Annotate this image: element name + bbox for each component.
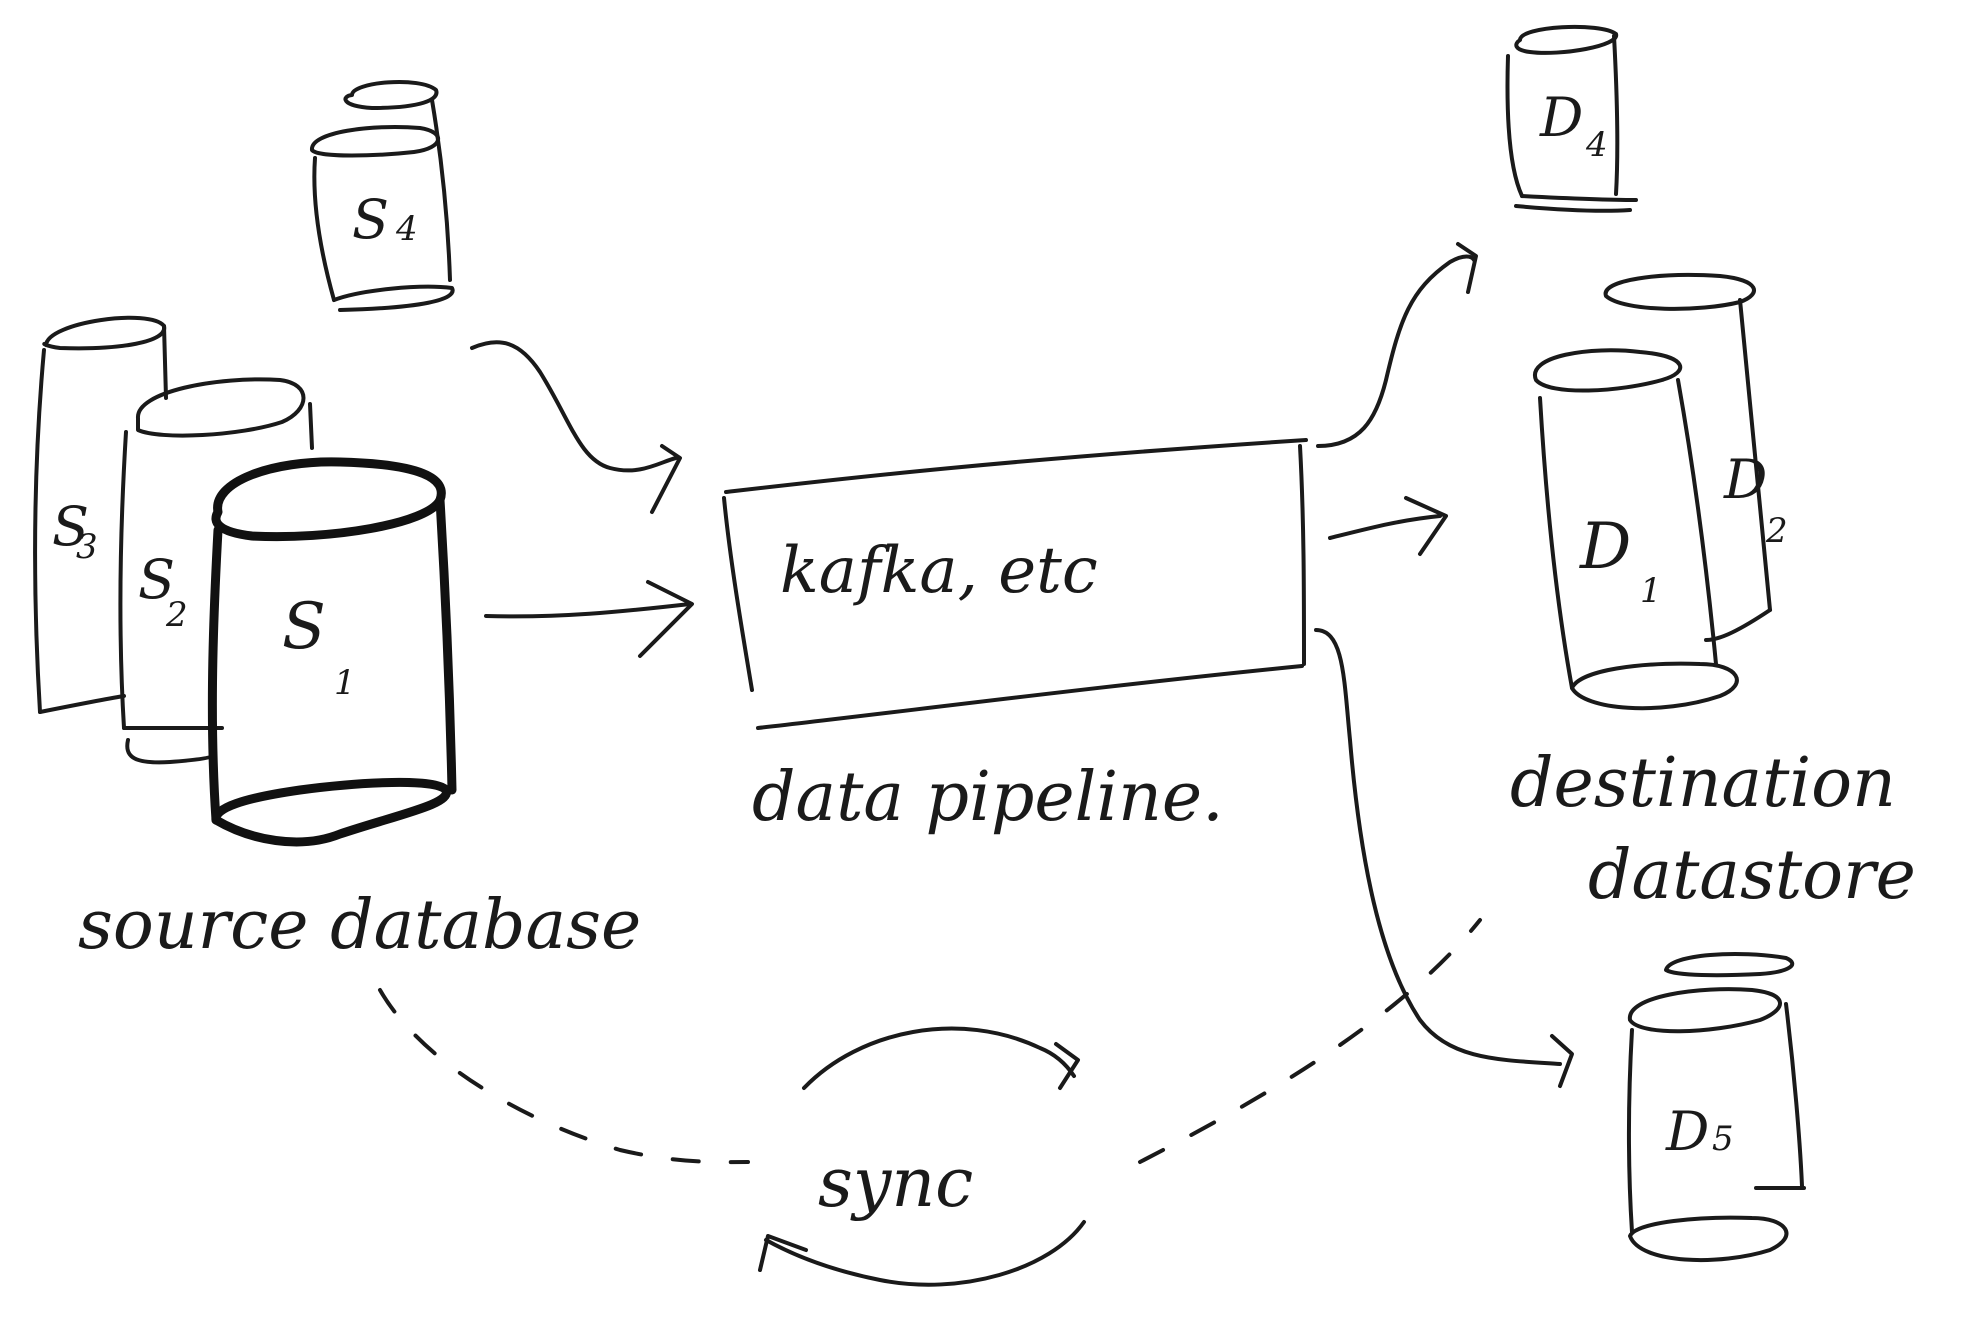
- pipeline-box: kafka, etc: [722, 438, 1308, 730]
- source-db-s4-letter: S: [352, 188, 389, 251]
- arrow-s1-to-pipeline: [484, 580, 694, 658]
- dest-db-d5-subscript: 5: [1712, 1119, 1734, 1159]
- dest-db-d2-subscript: 2: [1765, 511, 1788, 551]
- source-db-s3: S 3: [33, 315, 168, 714]
- dest-db-d4: D 4: [1505, 24, 1638, 213]
- source-db-s1: S 1: [207, 457, 457, 847]
- arrow-pipeline-to-d5: [1314, 628, 1574, 1088]
- sync-label: sync: [818, 1144, 973, 1223]
- source-db-s4: S 4: [310, 80, 455, 312]
- destination-label-line2: datastore: [1588, 836, 1916, 915]
- arrow-s4-to-pipeline: [470, 340, 682, 514]
- arrow-pipeline-to-d4: [1316, 242, 1478, 448]
- destination-label-line1: destination: [1510, 744, 1896, 823]
- source-db-s1-subscript: 1: [334, 663, 356, 703]
- source-db-s2-subscript: 2: [165, 595, 188, 635]
- dest-db-d1-subscript: 1: [1640, 571, 1662, 611]
- dest-db-d1: D 1: [1533, 348, 1739, 711]
- source-db-s4-subscript: 4: [395, 209, 418, 249]
- source-db-s2: S 2: [118, 377, 314, 765]
- dest-db-d1-letter: D: [1579, 510, 1631, 584]
- dest-db-d4-letter: D: [1539, 86, 1583, 149]
- source-db-s1-letter: S: [282, 590, 326, 664]
- source-label: source database: [78, 886, 641, 965]
- arrow-pipeline-to-d1: [1328, 496, 1448, 556]
- source-db-s2-letter: S: [138, 548, 175, 611]
- pipeline-label: data pipeline.: [752, 758, 1224, 837]
- source-db-s3-subscript: 3: [76, 527, 98, 567]
- dest-db-d5: D 5: [1627, 952, 1806, 1263]
- dest-db-d4-subscript: 4: [1585, 125, 1608, 165]
- pipeline-box-label: kafka, etc: [780, 534, 1098, 608]
- source-db-s3-letter: S: [52, 495, 89, 558]
- dest-db-d2: D 2: [1603, 272, 1788, 642]
- sync-loop: sync: [378, 918, 1482, 1287]
- dest-db-d2-letter: D: [1723, 448, 1767, 511]
- dest-db-d5-letter: D: [1665, 1100, 1709, 1163]
